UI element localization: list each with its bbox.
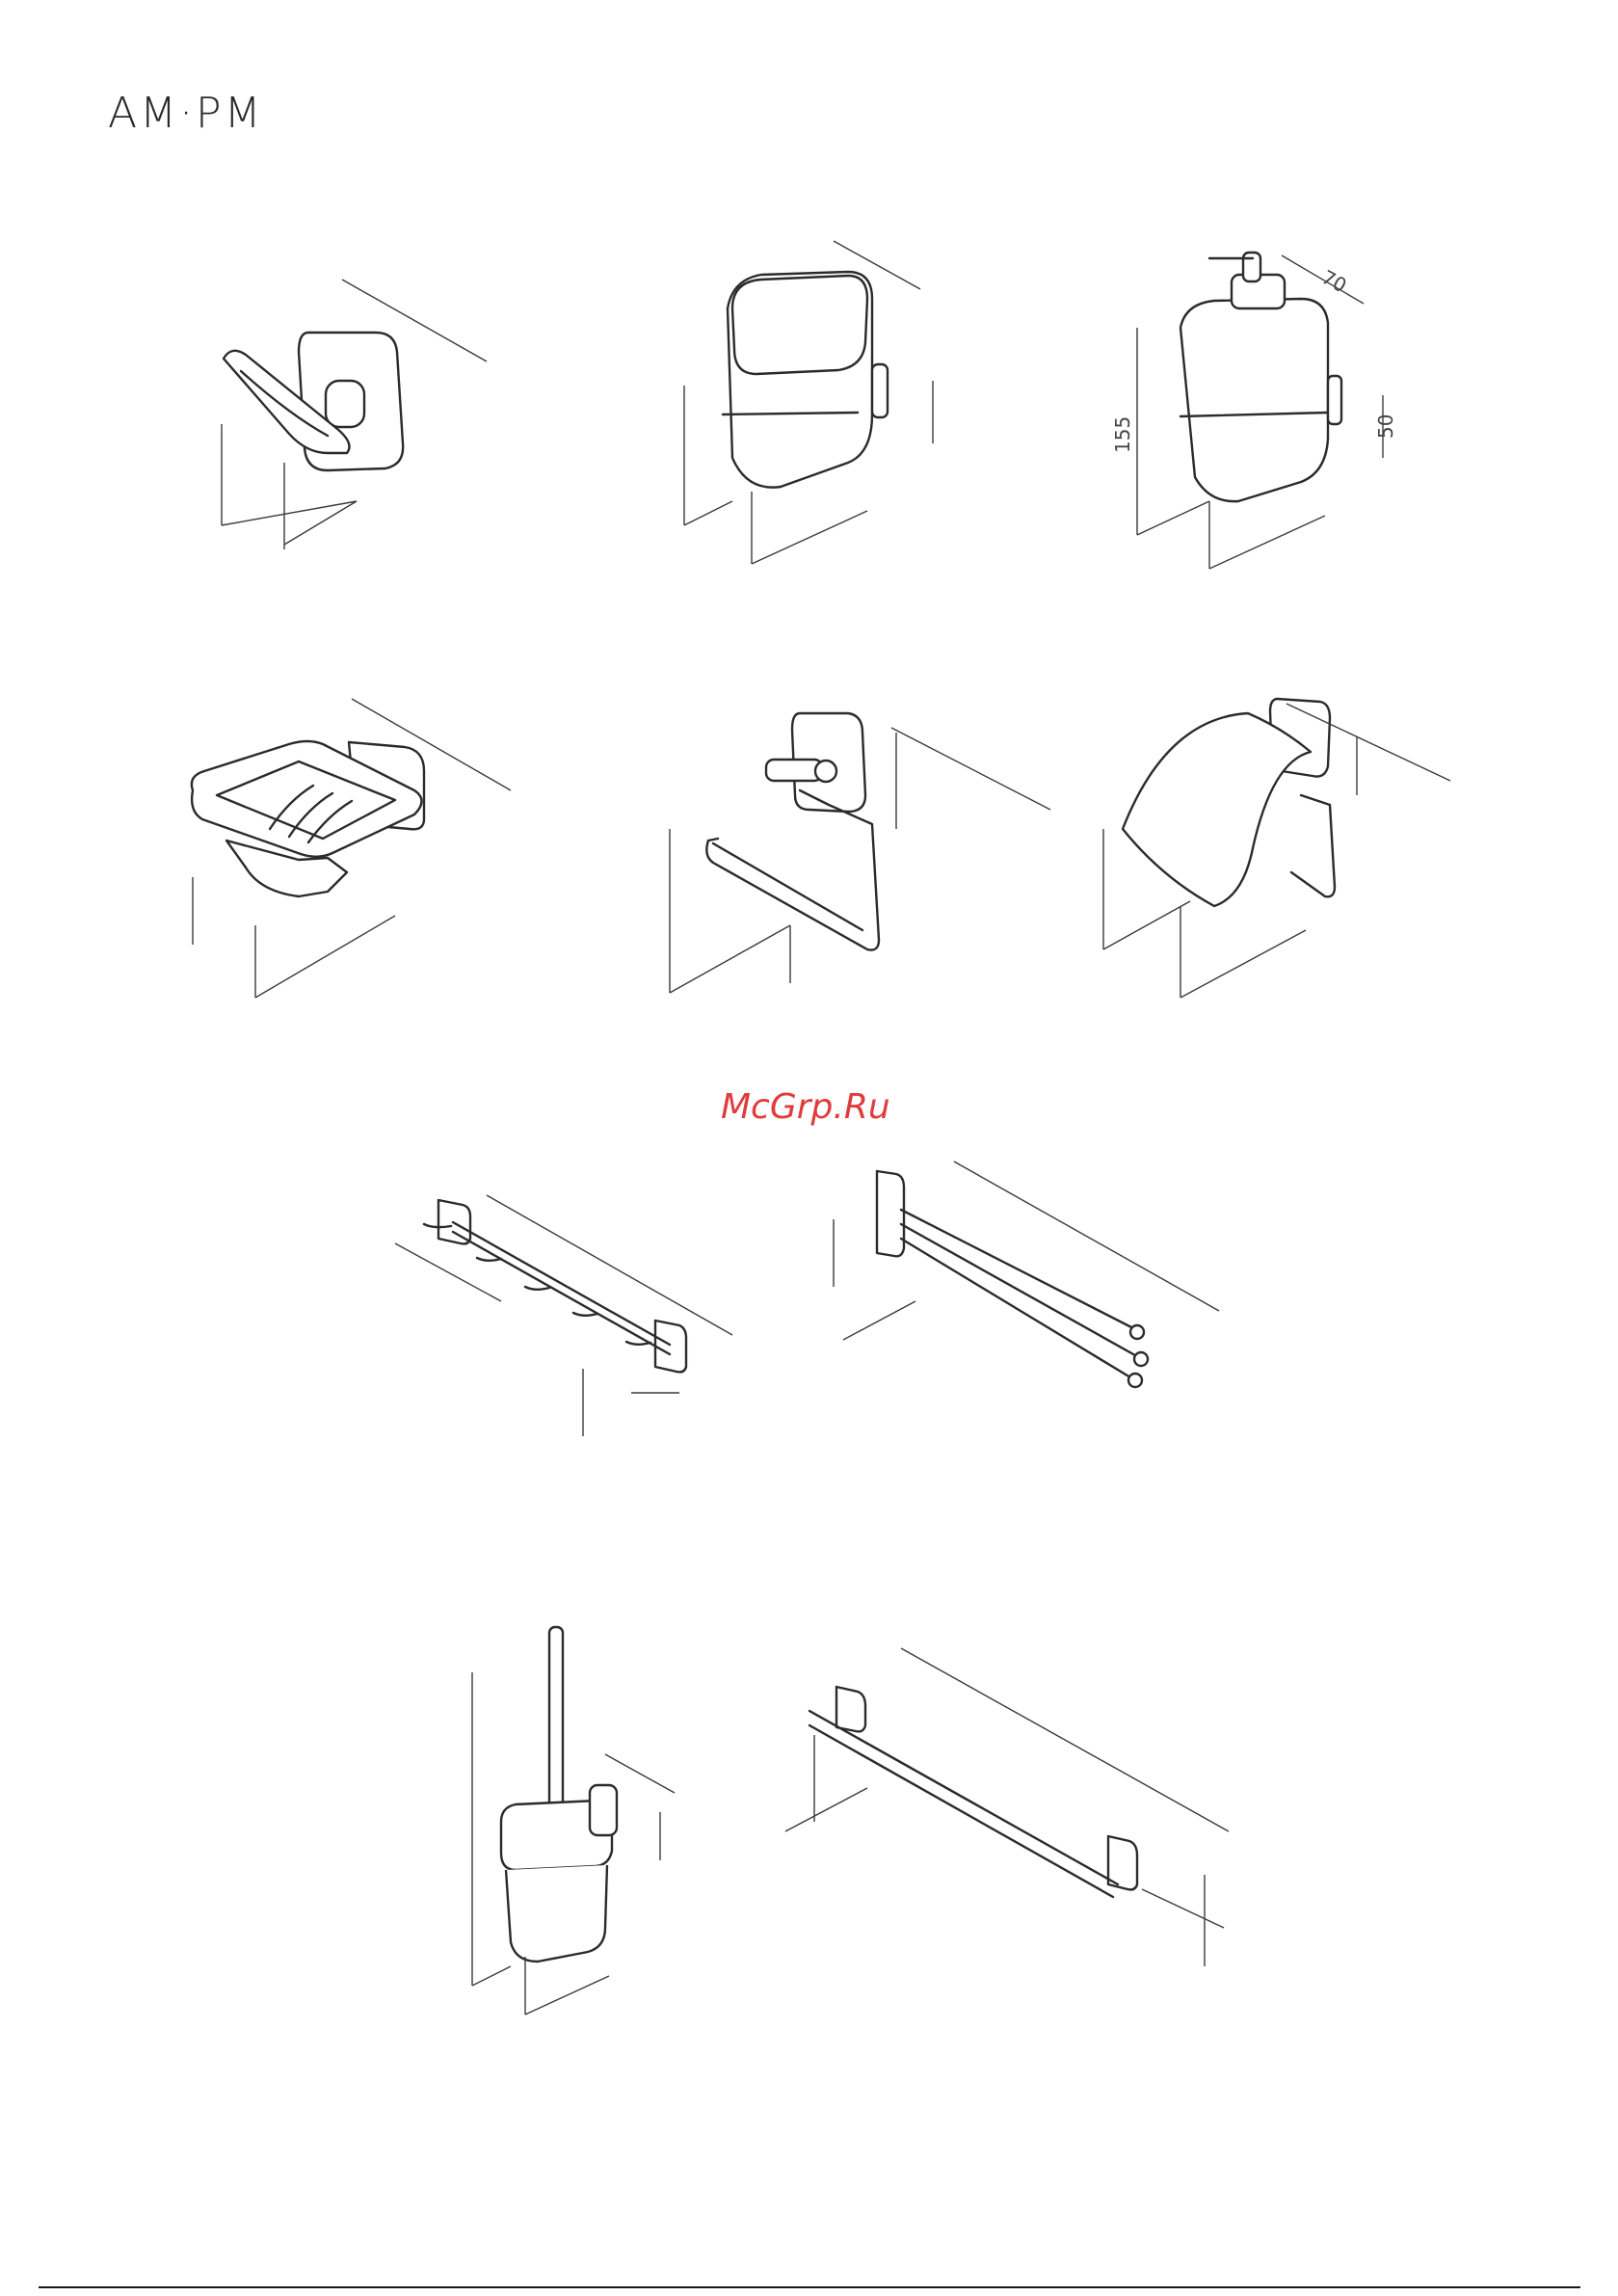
footer-rule (39, 2286, 1580, 2288)
towel-bar-icon (785, 1648, 1229, 1966)
tumbler-holder-icon (684, 241, 933, 564)
robe-hook-icon (222, 280, 487, 549)
soap-dispenser-height-label: 155 (1111, 416, 1134, 453)
watermark-text: McGrp.Ru (721, 1087, 890, 1127)
toilet-brush-holder-icon (472, 1627, 675, 2015)
toilet-paper-holder-icon (670, 713, 1050, 993)
toilet-paper-holder-with-cover-icon (1103, 699, 1450, 998)
swivel-towel-bar-icon (834, 1161, 1219, 1387)
soap-dish-icon (192, 699, 511, 998)
soap-dispenser-mount-label: 50 (1374, 414, 1397, 439)
soap-dispenser-icon: 70 155 50 (1111, 253, 1397, 569)
hook-rail-icon (395, 1195, 732, 1436)
